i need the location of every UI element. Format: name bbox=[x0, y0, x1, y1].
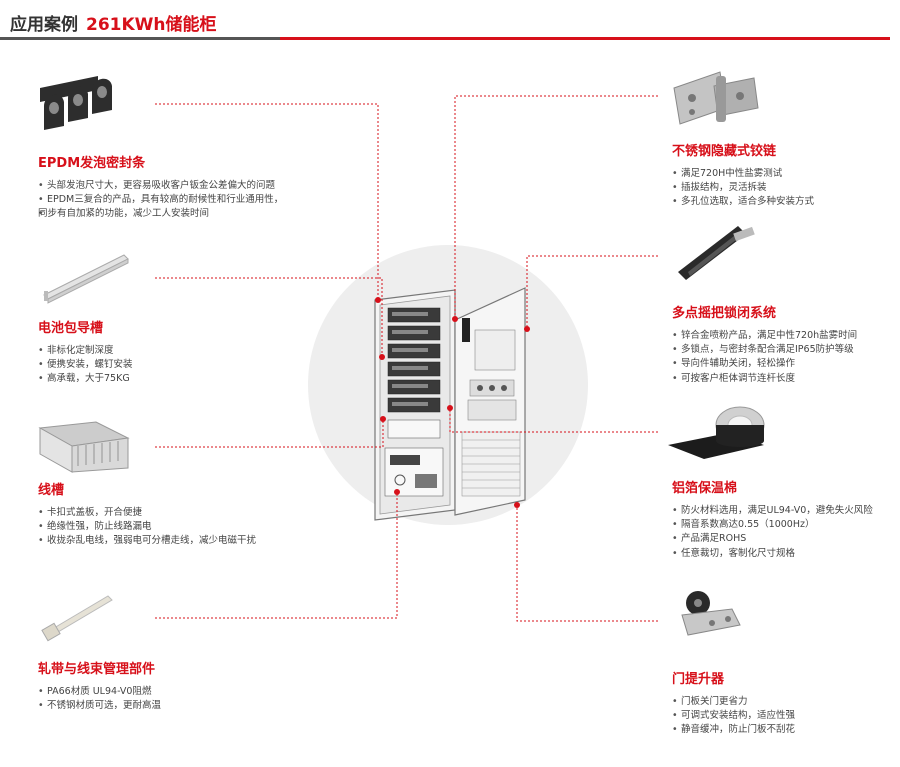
battery-rail-icon bbox=[43, 254, 129, 304]
list-item: 隔音系数高达0.55（1000Hz） bbox=[672, 518, 894, 532]
list-item: 门板关门更省力 bbox=[672, 695, 894, 709]
list-item: 绝缘性强，防止线路漏电 bbox=[38, 520, 308, 534]
door-lifter-icon bbox=[681, 591, 741, 636]
wire-duct-icon bbox=[38, 421, 130, 473]
insulation-roll-icon bbox=[668, 406, 765, 459]
list-item: 静音缓冲，防止门板不刮花 bbox=[672, 723, 894, 737]
list-item: 可调式安装结构，适应性强 bbox=[672, 709, 894, 723]
hinge-icon bbox=[673, 71, 759, 125]
header-divider-dark bbox=[0, 37, 280, 40]
list-item: 收拢杂乱电线，强弱电可分槽走线，减少电磁干扰 bbox=[38, 534, 308, 548]
storage-cabinet-illustration bbox=[374, 287, 526, 521]
section-title: 电池包导槽 bbox=[38, 321, 104, 336]
list-item: 同步有自加紧的功能，减少工人安装时间 bbox=[38, 207, 308, 221]
list-item: 任意裁切，客制化尺寸规格 bbox=[672, 547, 894, 561]
list-item: 非标化定制深度 bbox=[38, 344, 308, 358]
list-item: 导向件辅助关闭，轻松操作 bbox=[672, 357, 894, 371]
list-item: PA66材质 UL94-V0阻燃 bbox=[38, 685, 308, 699]
list-item: 可按客户柜体调节连杆长度 bbox=[672, 372, 894, 386]
list-item: 锌合金喷粉产品，满足中性720h盐雾时间 bbox=[672, 329, 894, 343]
swing-handle-lock-icon bbox=[678, 226, 755, 280]
list-item: 满足720H中性盐雾测试 bbox=[672, 167, 900, 181]
list-item: 不锈钢材质可选，更耐高温 bbox=[38, 699, 308, 713]
list-item: 防火材料选用，满足UL94-V0，避免失火风险 bbox=[672, 504, 894, 518]
section-title: 轧带与线束管理部件 bbox=[38, 662, 156, 677]
section-swing-handle-lock: 多点摇把锁闭系统 锌合金喷粉产品，满足中性720h盐雾时间 多锁点，与密封条配合… bbox=[672, 305, 894, 386]
header-divider-red bbox=[280, 37, 890, 40]
section-title: 线槽 bbox=[38, 483, 65, 498]
cable-tie-icon bbox=[41, 595, 113, 642]
section-cable-tie: 轧带与线束管理部件 PA66材质 UL94-V0阻燃 不锈钢材质可选，更耐高温 bbox=[38, 661, 308, 714]
section-wire-duct: 线槽 卡扣式盖板，开合便捷 绝缘性强，防止线路漏电 收拢杂乱电线，强弱电可分槽走… bbox=[38, 482, 308, 549]
list-item: 卡扣式盖板，开合便捷 bbox=[38, 506, 308, 520]
list-item: 便携安装，螺钉安装 bbox=[38, 358, 308, 372]
list-item: 头部发泡尺寸大，更容易吸收客户钣金公差偏大的问题 bbox=[38, 179, 308, 193]
page-header: 应用案例 261KWh储能柜 bbox=[10, 10, 217, 36]
list-item: 高承载，大于75KG bbox=[38, 372, 308, 386]
section-hinge: 不锈钢隐藏式铰链 满足720H中性盐雾测试 插拔结构，灵活拆装 多孔位选取，适合… bbox=[672, 143, 900, 210]
list-item: 插拔结构，灵活拆装 bbox=[672, 181, 900, 195]
list-item: EPDM三复合的产品，具有较高的耐候性和行业通用性， bbox=[38, 193, 308, 207]
section-battery-rail: 电池包导槽 非标化定制深度 便携安装，螺钉安装 高承载，大于75KG bbox=[38, 320, 308, 387]
section-title: 铝箔保温棉 bbox=[672, 481, 738, 496]
section-title: 门提升器 bbox=[672, 672, 725, 687]
header-title-main: 261KWh储能柜 bbox=[86, 15, 217, 35]
section-insulation: 铝箔保温棉 防火材料选用，满足UL94-V0，避免失火风险 隔音系数高达0.55… bbox=[672, 480, 894, 561]
list-item: 产品满足ROHS bbox=[672, 532, 894, 546]
list-item: 多锁点，与密封条配合满足IP65防护等级 bbox=[672, 343, 894, 357]
header-title-prefix: 应用案例 bbox=[10, 15, 78, 35]
section-title: EPDM发泡密封条 bbox=[38, 156, 146, 171]
section-title: 多点摇把锁闭系统 bbox=[672, 306, 777, 321]
section-door-lifter: 门提升器 门板关门更省力 可调式安装结构，适应性强 静音缓冲，防止门板不刮花 bbox=[672, 671, 894, 738]
section-epdm-seal: EPDM发泡密封条 头部发泡尺寸大，更容易吸收客户钣金公差偏大的问题 EPDM三… bbox=[38, 155, 308, 222]
epdm-seal-icon bbox=[40, 76, 112, 130]
list-item: 多孔位选取，适合多种安装方式 bbox=[672, 195, 900, 209]
section-title: 不锈钢隐藏式铰链 bbox=[672, 144, 777, 159]
